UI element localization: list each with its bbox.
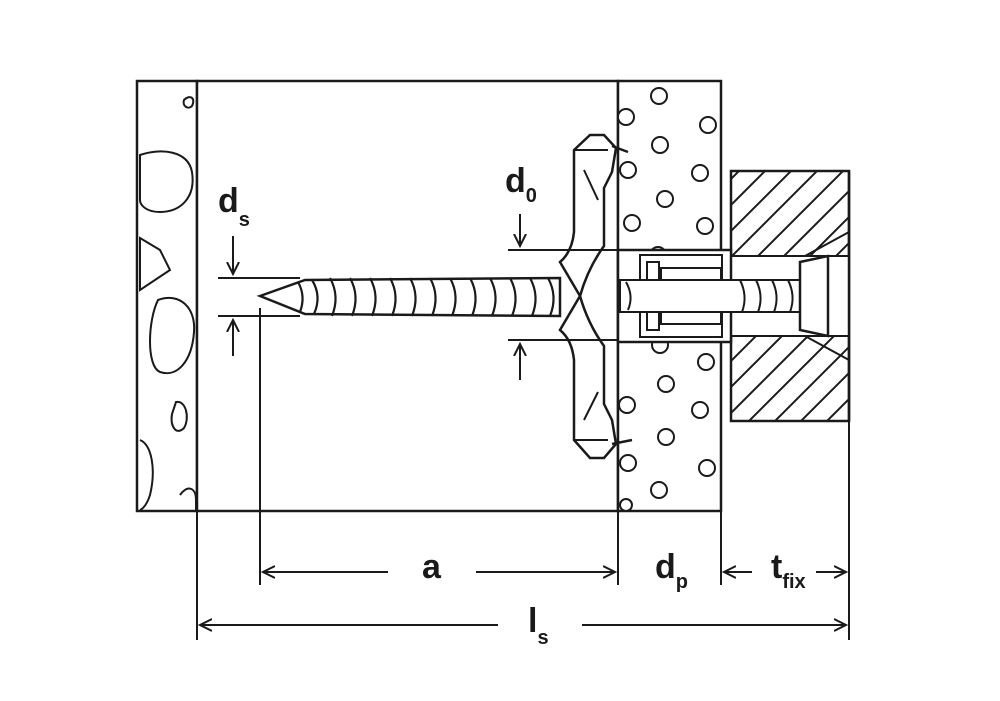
label-tfix-main: t: [771, 548, 782, 586]
label-d0-sub: 0: [526, 185, 537, 207]
label-tfix: tfix: [771, 548, 806, 593]
masonry-left-strip: [135, 79, 199, 513]
label-d0: d0: [505, 162, 537, 207]
label-ds: ds: [218, 182, 250, 231]
label-dp-main: d: [655, 548, 676, 586]
label-ls-sub: s: [537, 627, 548, 649]
screw: [256, 254, 830, 338]
label-ls-main: l: [528, 602, 537, 640]
label-dp-sub: p: [676, 571, 688, 593]
label-tfix-sub: fix: [782, 571, 805, 593]
label-ds-sub: s: [239, 209, 250, 231]
label-ls: ls: [528, 602, 549, 649]
toggle-wings: [558, 133, 633, 460]
dimension-lines: [196, 214, 850, 640]
label-a: a: [422, 548, 442, 586]
label-dp: dp: [655, 548, 688, 593]
label-d0-main: d: [505, 162, 526, 200]
label-ds-main: d: [218, 182, 239, 220]
